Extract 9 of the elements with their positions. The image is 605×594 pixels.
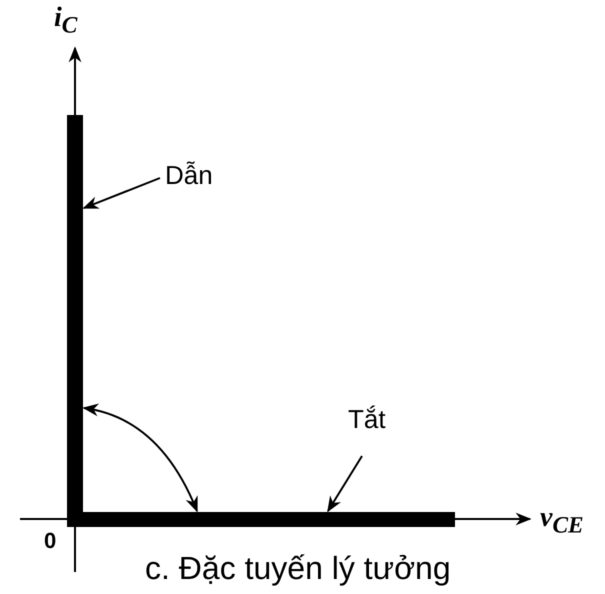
leader-line bbox=[327, 455, 363, 512]
curved-double-arrow bbox=[82, 404, 198, 512]
leader-line bbox=[82, 177, 160, 209]
caption: c. Đặc tuyến lý tưởng bbox=[145, 550, 451, 587]
state-label: Dẫn bbox=[165, 160, 213, 191]
state-label: Tắt bbox=[348, 404, 386, 435]
origin-label: 0 bbox=[44, 528, 56, 554]
axis-label: i$_{C}$ bbox=[54, 2, 78, 40]
axis-label: v$_{CE}$ bbox=[540, 502, 584, 540]
